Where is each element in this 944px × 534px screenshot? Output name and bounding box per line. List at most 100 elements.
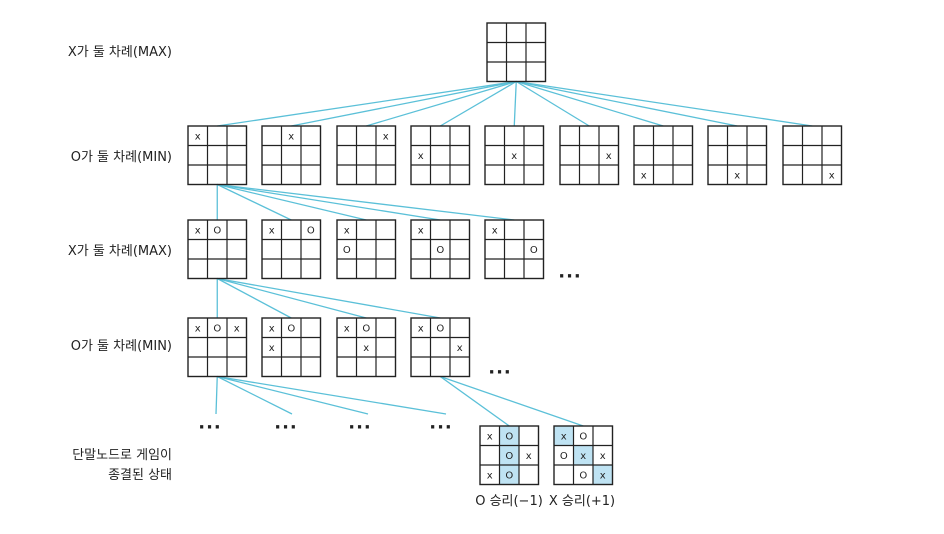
x-mark: x xyxy=(600,470,606,481)
o-mark: O xyxy=(287,323,295,334)
tree-edge xyxy=(217,183,515,221)
board-frame xyxy=(410,125,471,186)
board-level2: xO xyxy=(484,219,545,280)
board-level1: x xyxy=(336,125,397,186)
board-root xyxy=(486,22,547,83)
board-frame xyxy=(261,125,322,186)
board-frame xyxy=(336,317,397,378)
tree-edge xyxy=(516,80,813,127)
x-mark: x xyxy=(418,323,424,334)
x-mark: x xyxy=(234,323,240,334)
x-mark: x xyxy=(195,131,201,142)
x-mark: x xyxy=(269,323,275,334)
board-frame xyxy=(410,317,471,378)
o-mark: O xyxy=(213,225,221,236)
board-level1: x xyxy=(707,125,768,186)
board-frame xyxy=(261,219,322,280)
o-mark: O xyxy=(579,470,587,481)
board-frame xyxy=(484,125,545,186)
board-level1: x xyxy=(261,125,322,186)
highlight-cell xyxy=(499,465,519,485)
board-level1: x xyxy=(187,125,248,186)
tree-edge xyxy=(366,80,517,127)
o-mark: O xyxy=(436,245,444,256)
label-level3: O가 둘 차례(MIN) xyxy=(71,339,172,354)
board-frame xyxy=(336,219,397,280)
board-frame xyxy=(633,125,694,186)
board-level3: x Ox xyxy=(410,317,471,378)
tree-edge xyxy=(217,375,447,415)
label-terminal-line1: 단말노드로 게임이 xyxy=(72,448,172,463)
board-level2: xO xyxy=(336,219,397,280)
x-mark: x xyxy=(734,170,740,181)
board-level1: x xyxy=(559,125,620,186)
caption-x-win: X 승리(+1) xyxy=(549,494,615,509)
tree-edge xyxy=(513,81,517,127)
o-mark: O xyxy=(307,225,315,236)
tree-edge xyxy=(217,80,517,127)
ellipsis-terminal-4: ··· xyxy=(429,417,453,438)
board-frame xyxy=(486,22,547,83)
x-mark: x xyxy=(344,323,350,334)
x-mark: x xyxy=(580,451,586,462)
x-mark: x xyxy=(606,151,612,162)
label-level1: O가 둘 차례(MIN) xyxy=(71,150,172,165)
tree-edge xyxy=(217,183,367,221)
o-mark: O xyxy=(436,323,444,334)
board-level1: x xyxy=(633,125,694,186)
highlight-cell xyxy=(573,445,593,465)
board-frame xyxy=(707,125,768,186)
o-mark: O xyxy=(213,323,221,334)
board-frame xyxy=(187,125,248,186)
ellipsis-terminal-1: ··· xyxy=(198,417,222,438)
tree-edge xyxy=(216,375,293,415)
o-mark: O xyxy=(505,451,513,462)
x-mark: x xyxy=(487,431,493,442)
tree-edge xyxy=(217,183,441,221)
tree-edge xyxy=(439,80,517,127)
o-mark: O xyxy=(505,431,513,442)
ellipsis-terminal-3: ··· xyxy=(348,417,372,438)
tree-edge xyxy=(217,375,369,415)
x-mark: x xyxy=(526,451,532,462)
x-mark: x xyxy=(511,151,517,162)
board-frame xyxy=(553,425,614,486)
x-mark: x xyxy=(195,225,201,236)
highlight-cell xyxy=(593,465,613,485)
x-mark: x xyxy=(487,470,493,481)
x-mark: x xyxy=(269,343,275,354)
tree-edge xyxy=(515,80,590,127)
caption-o-win: O 승리(−1) xyxy=(475,494,543,509)
board-frame xyxy=(336,125,397,186)
label-level0: X가 둘 차례(MAX) xyxy=(68,45,172,60)
o-mark: O xyxy=(579,431,587,442)
tree-edge xyxy=(216,277,292,319)
ellipsis-level2: ··· xyxy=(558,266,582,287)
x-mark: x xyxy=(600,451,606,462)
x-mark: x xyxy=(195,323,201,334)
o-mark: O xyxy=(362,323,370,334)
tree-edge xyxy=(516,80,664,127)
x-mark: x xyxy=(641,170,647,181)
o-mark: O xyxy=(530,245,538,256)
board-frame xyxy=(187,317,248,378)
board-level1: x xyxy=(782,125,843,186)
tree-edge xyxy=(217,277,441,319)
highlight-cell xyxy=(554,426,574,446)
highlight-cell xyxy=(499,426,519,446)
tree-edge xyxy=(440,375,584,427)
tree-edge xyxy=(216,183,292,221)
x-mark: x xyxy=(492,225,498,236)
board-frame xyxy=(410,219,471,280)
board-frame xyxy=(261,317,322,378)
x-mark: x xyxy=(561,431,567,442)
board-frame xyxy=(187,219,248,280)
x-mark: x xyxy=(457,343,463,354)
